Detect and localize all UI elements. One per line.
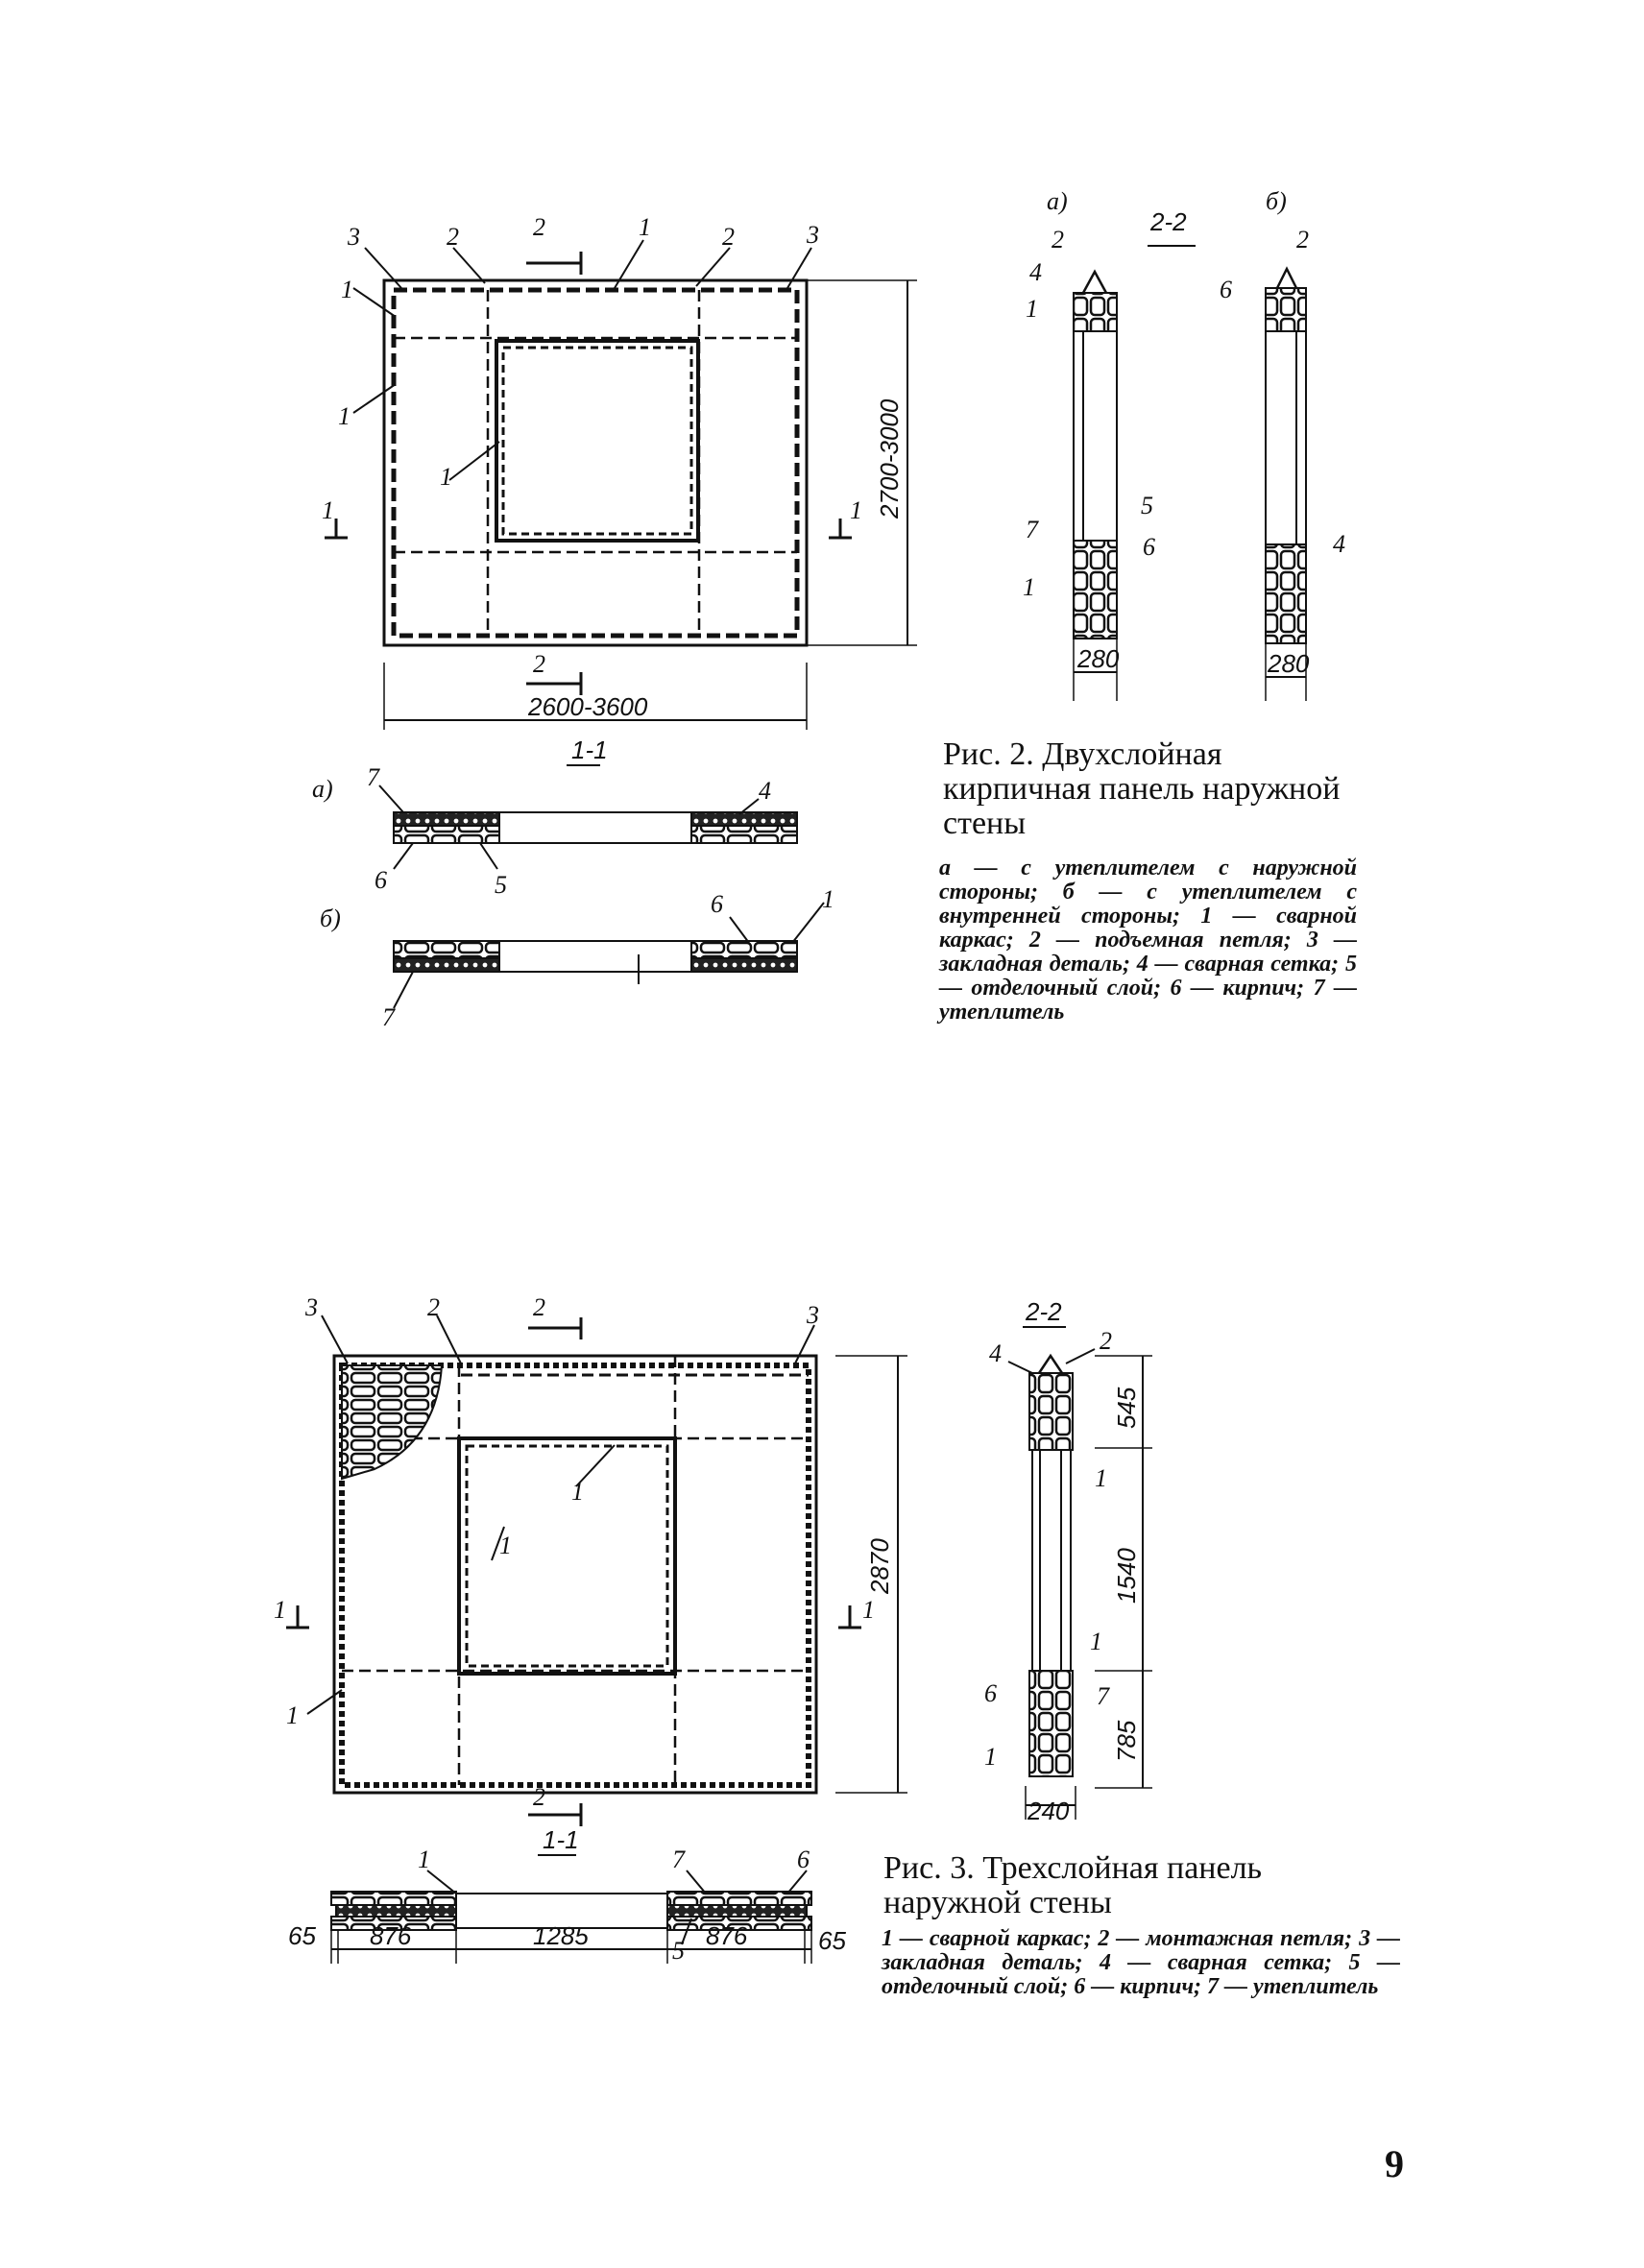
svg-text:4: 4 [989, 1339, 1002, 1367]
page-number: 9 [1385, 2142, 1404, 2185]
svg-text:7: 7 [367, 763, 380, 791]
fig3-dim-height: 2870 [865, 1538, 894, 1595]
svg-text:а): а) [1047, 187, 1068, 215]
svg-text:2: 2 [722, 223, 735, 251]
svg-text:2: 2 [533, 1293, 545, 1321]
svg-text:1: 1 [1023, 573, 1035, 601]
fig2-section-2-2: а) 2-2 б) 280 2 4 1 5 7 6 1 280 2 6 4 [1023, 187, 1345, 701]
svg-text:6: 6 [1143, 533, 1155, 561]
svg-text:1: 1 [639, 213, 651, 241]
svg-text:545: 545 [1112, 1387, 1141, 1429]
svg-text:4: 4 [1029, 258, 1042, 286]
fig3-elevation [286, 1315, 907, 1826]
svg-text:1540: 1540 [1112, 1548, 1141, 1604]
svg-text:3: 3 [806, 221, 819, 249]
svg-text:2: 2 [1296, 226, 1309, 253]
svg-text:3: 3 [347, 223, 360, 251]
fig2-dim-width: 2600-3600 [527, 692, 648, 721]
svg-text:1: 1 [850, 496, 862, 524]
svg-text:6: 6 [711, 890, 723, 918]
svg-text:1: 1 [341, 276, 353, 303]
svg-text:1: 1 [418, 1846, 430, 1873]
fig3-caption-text: 1 — сварной каркас; 2 — монтажная петля;… [882, 1926, 1400, 1999]
svg-text:876: 876 [370, 1921, 412, 1950]
svg-text:4: 4 [1333, 530, 1345, 558]
svg-text:5: 5 [495, 871, 507, 899]
svg-text:3: 3 [806, 1301, 819, 1329]
svg-text:4: 4 [759, 777, 771, 805]
fig3-section-1-1: 1-1 1 7 6 5 65 876 1285 876 65 [288, 1825, 846, 1965]
svg-text:1: 1 [440, 463, 452, 491]
svg-text:1: 1 [338, 402, 351, 430]
svg-text:65: 65 [818, 1926, 846, 1955]
svg-text:2: 2 [1100, 1327, 1112, 1355]
svg-text:6: 6 [1220, 276, 1232, 303]
fig2-caption-title: Рис. 2. Двухслойная кирпичная панель нар… [943, 736, 1341, 841]
svg-text:1: 1 [862, 1596, 875, 1624]
svg-text:785: 785 [1112, 1720, 1141, 1762]
svg-text:1: 1 [1026, 295, 1038, 323]
svg-text:1-1: 1-1 [543, 1825, 579, 1854]
svg-text:2-2: 2-2 [1149, 207, 1187, 236]
svg-text:280: 280 [1076, 644, 1120, 673]
svg-text:1: 1 [984, 1743, 997, 1771]
fig3-section-2-2: 2-2 240 545 1540 785 4 2 1 1 6 7 1 [984, 1297, 1152, 1825]
svg-text:876: 876 [706, 1921, 748, 1950]
fig2-elevation [325, 239, 917, 730]
svg-text:б): б) [1266, 187, 1287, 215]
fig3-caption-title: Рис. 3. Трехслойная панель наружной стен… [883, 1850, 1263, 1920]
fig2-elevation-labels: 3 2 2 1 2 3 1 1 1 1 1 2 2700-3000 2600-3… [322, 213, 904, 721]
svg-text:1: 1 [499, 1532, 512, 1559]
svg-text:2: 2 [1052, 226, 1064, 253]
svg-text:5: 5 [672, 1937, 685, 1965]
svg-text:а): а) [312, 775, 333, 803]
fig3-elevation-labels: 3 2 2 3 1 1 1 1 1 2 2870 [274, 1293, 894, 1811]
svg-text:240: 240 [1027, 1797, 1070, 1825]
svg-text:2: 2 [533, 650, 545, 678]
svg-text:1: 1 [274, 1596, 286, 1624]
svg-text:65: 65 [288, 1921, 316, 1950]
svg-text:б): б) [320, 905, 341, 932]
svg-text:1: 1 [322, 496, 334, 524]
svg-text:1: 1 [1095, 1464, 1107, 1492]
svg-text:5: 5 [1141, 492, 1153, 519]
fig2-dim-height: 2700-3000 [875, 398, 904, 519]
svg-text:2: 2 [533, 1783, 545, 1811]
svg-text:1: 1 [571, 1478, 584, 1506]
svg-text:1: 1 [822, 885, 834, 913]
fig2-caption-text: а — с утеплителем с наружной стороны; б … [939, 856, 1357, 1025]
svg-text:2: 2 [533, 213, 545, 241]
svg-text:1: 1 [286, 1701, 299, 1729]
svg-text:7: 7 [1097, 1682, 1110, 1710]
svg-text:6: 6 [375, 866, 387, 894]
svg-text:6: 6 [797, 1846, 810, 1873]
fig2-section-1-1: 1-1 а) 7 4 6 5 б) 6 1 7 [312, 736, 834, 1031]
svg-text:1-1: 1-1 [571, 736, 608, 764]
svg-text:7: 7 [1026, 516, 1039, 543]
svg-text:280: 280 [1267, 649, 1310, 678]
svg-text:7: 7 [382, 1003, 396, 1031]
svg-text:2: 2 [447, 223, 459, 251]
svg-text:1285: 1285 [533, 1921, 589, 1950]
svg-text:6: 6 [984, 1679, 997, 1707]
svg-text:2: 2 [427, 1293, 440, 1321]
svg-text:7: 7 [672, 1846, 686, 1873]
svg-text:2-2: 2-2 [1025, 1297, 1062, 1326]
svg-text:3: 3 [304, 1293, 318, 1321]
svg-text:1: 1 [1090, 1628, 1102, 1655]
